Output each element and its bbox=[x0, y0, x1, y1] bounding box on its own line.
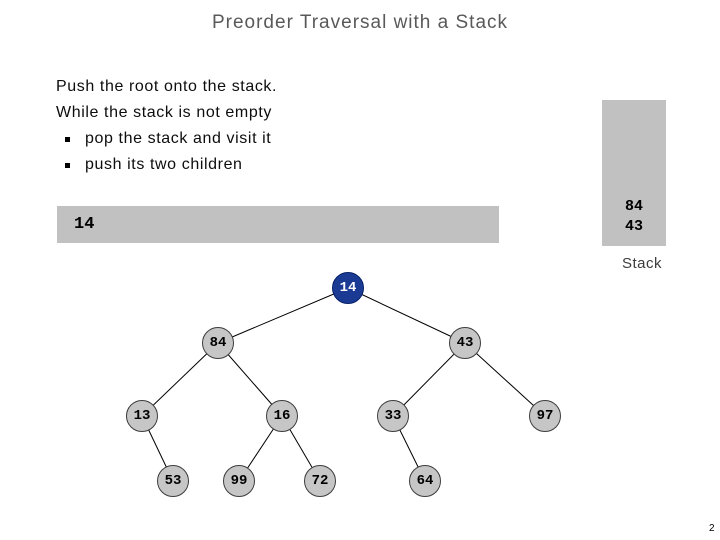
tree-edge-14-84 bbox=[217, 287, 349, 344]
bullet-text: pop the stack and visit it bbox=[85, 130, 272, 147]
tree-node-16: 16 bbox=[266, 400, 298, 432]
algorithm-bullet-2: push its two children bbox=[56, 152, 416, 178]
tree-edge-14-43 bbox=[347, 287, 466, 344]
tree-edge-43-33 bbox=[392, 342, 466, 417]
algorithm-text: Push the root onto the stack. While the … bbox=[56, 74, 416, 178]
stack-label: Stack bbox=[621, 255, 662, 272]
tree-node-64: 64 bbox=[409, 465, 441, 497]
visited-output-box: 14 bbox=[57, 206, 499, 243]
tree-node-14: 14 bbox=[332, 272, 364, 304]
tree-node-84: 84 bbox=[202, 327, 234, 359]
page-number: 2 bbox=[709, 523, 715, 534]
stack-item: 84 bbox=[624, 198, 643, 215]
stack-box: 84 43 bbox=[602, 100, 666, 246]
tree-edge-43-97 bbox=[464, 342, 546, 417]
tree-edge-84-13 bbox=[141, 342, 219, 417]
slide-title: Preorder Traversal with a Stack bbox=[211, 12, 509, 33]
bullet-text: push its two children bbox=[85, 156, 243, 173]
square-bullet-icon bbox=[65, 162, 70, 168]
stack-item: 43 bbox=[624, 218, 643, 235]
tree-node-43: 43 bbox=[449, 327, 481, 359]
tree-node-33: 33 bbox=[377, 400, 409, 432]
tree-node-13: 13 bbox=[126, 400, 158, 432]
tree-node-53: 53 bbox=[157, 465, 189, 497]
algorithm-bullet-1: pop the stack and visit it bbox=[56, 126, 416, 152]
visited-values: 14 bbox=[74, 215, 95, 234]
tree-node-72: 72 bbox=[304, 465, 336, 497]
algorithm-line-1: Push the root onto the stack. bbox=[56, 78, 278, 95]
tree-node-97: 97 bbox=[529, 400, 561, 432]
tree-node-99: 99 bbox=[223, 465, 255, 497]
square-bullet-icon bbox=[65, 136, 70, 142]
algorithm-line-2: While the stack is not empty bbox=[56, 104, 272, 121]
